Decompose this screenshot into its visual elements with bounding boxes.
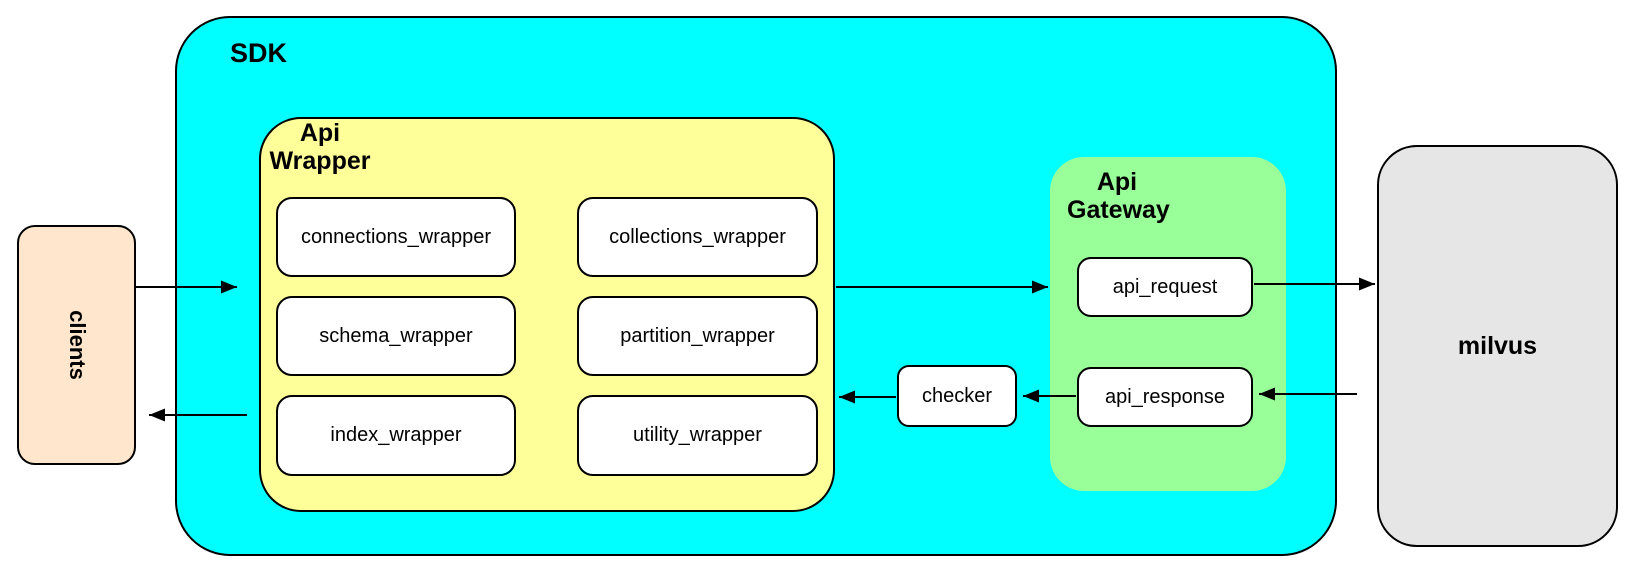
node-checker-label: checker xyxy=(921,384,993,407)
node-checker: checker xyxy=(897,365,1017,427)
node-partition-wrapper-label: partition_wrapper xyxy=(620,324,775,347)
node-clients-label: clients xyxy=(64,310,90,380)
node-sdk-label: SDK xyxy=(230,38,288,68)
node-index-wrapper-label: index_wrapper xyxy=(330,424,462,446)
node-utility-wrapper-label: utility_wrapper xyxy=(633,424,762,446)
node-api-wrapper-label: Api Wrapper xyxy=(269,119,371,175)
node-partition-wrapper: partition_wrapper xyxy=(577,296,818,376)
node-collections-wrapper-label: collections_wrapper xyxy=(609,225,786,248)
node-api-request-label: api_request xyxy=(1112,275,1218,298)
node-schema-wrapper-label: schema_wrapper xyxy=(319,324,473,347)
node-api-response-label: api_response xyxy=(1104,385,1226,408)
node-api-gateway xyxy=(1050,157,1286,491)
node-connections-wrapper: connections_wrapper xyxy=(276,197,516,277)
node-schema-wrapper: schema_wrapper xyxy=(276,296,516,376)
node-index-wrapper: index_wrapper xyxy=(276,395,516,476)
node-api-gateway-label: Api Gateway xyxy=(1067,168,1170,224)
node-connections-wrapper-label: connections_wrapper xyxy=(300,225,492,248)
node-collections-wrapper: collections_wrapper xyxy=(577,197,818,277)
node-clients: clients xyxy=(17,225,136,465)
node-milvus: milvus xyxy=(1377,145,1618,547)
node-api-request: api_request xyxy=(1077,257,1253,317)
node-utility-wrapper: utility_wrapper xyxy=(577,395,818,476)
node-milvus-label: milvus xyxy=(1457,331,1538,360)
node-api-response: api_response xyxy=(1077,367,1253,427)
